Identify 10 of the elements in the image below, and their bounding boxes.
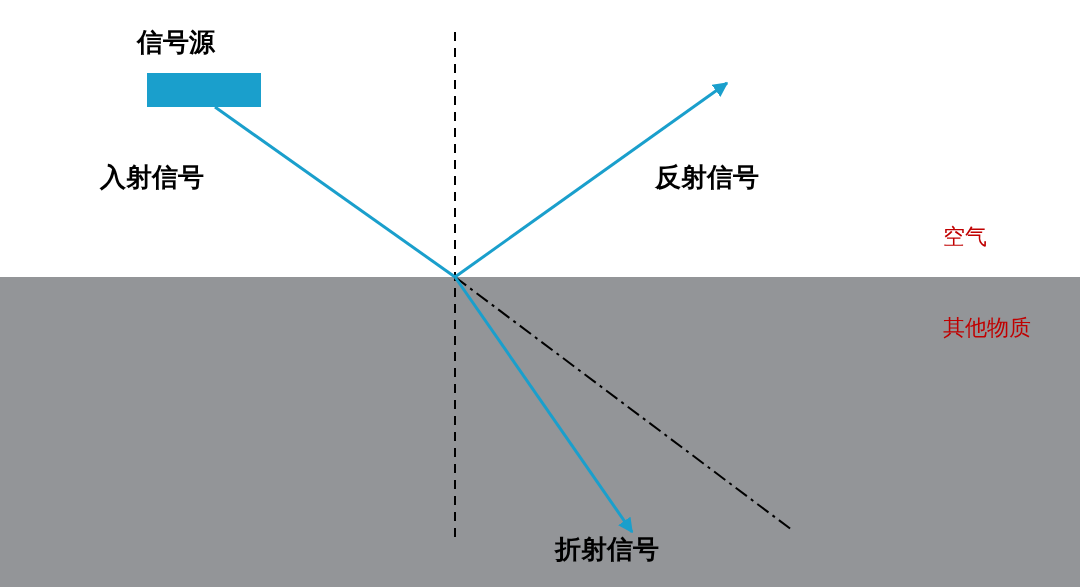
medium-region bbox=[0, 277, 1080, 587]
ray-arrow bbox=[454, 81, 729, 279]
source-label: 信号源 bbox=[137, 26, 215, 59]
incident-ray bbox=[214, 105, 456, 279]
region-label: 空气 bbox=[943, 223, 987, 251]
ray-label: 折射信号 bbox=[555, 532, 671, 567]
ray-arrow bbox=[453, 276, 634, 534]
edge-label: 反射信号 bbox=[655, 161, 759, 194]
edge-label: 入射信号 bbox=[100, 161, 204, 194]
region-label: 其他物质 bbox=[943, 314, 1031, 342]
